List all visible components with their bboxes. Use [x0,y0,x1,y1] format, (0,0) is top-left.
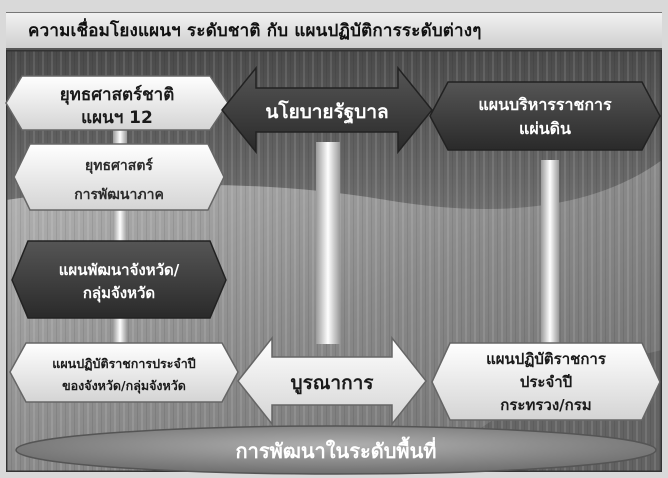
regional-strategy-box [13,143,225,211]
government-policy-arrow [221,65,433,155]
state-administration-plan-line1: แผนบริหารราชการ [478,95,612,114]
provincial-plan-line1: แผนพัฒนาจังหวัด/ [59,261,180,279]
area-development-label: การพัฒนาในระดับพื้นที่ [236,436,437,463]
provincial-plan-box [11,240,227,319]
title-bar: ความเชื่อมโยงแผนฯ ระดับชาติ กับ แผนปฏิบั… [6,12,662,50]
diagram-title: ความเชื่อมโยงแผนฯ ระดับชาติ กับ แผนปฏิบั… [28,21,482,41]
ministry-action-plan-box [431,342,661,421]
provincial-action-plan-box [9,342,239,403]
ministry-action-plan-line1: แผนปฏิบัติราชการ [486,350,607,368]
provincial-plan-line2: กลุ่มจังหวัด [83,284,155,303]
area-development-ellipse [15,425,657,475]
national-strategy-line2: แผนฯ 12 [81,108,153,128]
connector-center [316,142,340,344]
national-strategy-box [5,75,229,131]
connector-right [541,160,559,344]
integration-arrow [237,335,427,427]
provincial-action-plan-line1: แผนปฏิบัติราชการประจำปี [52,356,196,372]
regional-strategy-line2: การพัฒนาภาค [74,187,164,203]
government-policy-label: นโยบายรัฐบาล [265,100,388,125]
ministry-action-plan-line2: ประจำปี [520,373,572,391]
state-administration-plan-box [429,81,661,151]
connector-left-3 [113,318,127,344]
connector-left-2 [113,210,127,242]
national-strategy-line1: ยุทธศาสตร์ชาติ [60,84,175,105]
provincial-action-plan-line2: ของจังหวัด/กลุ่มจังหวัด [62,378,186,394]
integration-label: บูรณาการ [291,372,375,395]
connector-left-1 [113,128,127,146]
regional-strategy-line1: ยุทธศาสตร์ [85,157,153,174]
ministry-action-plan-line3: กระทรวง/กรม [500,396,591,414]
state-administration-plan-line2: แผ่นดิน [519,119,571,138]
